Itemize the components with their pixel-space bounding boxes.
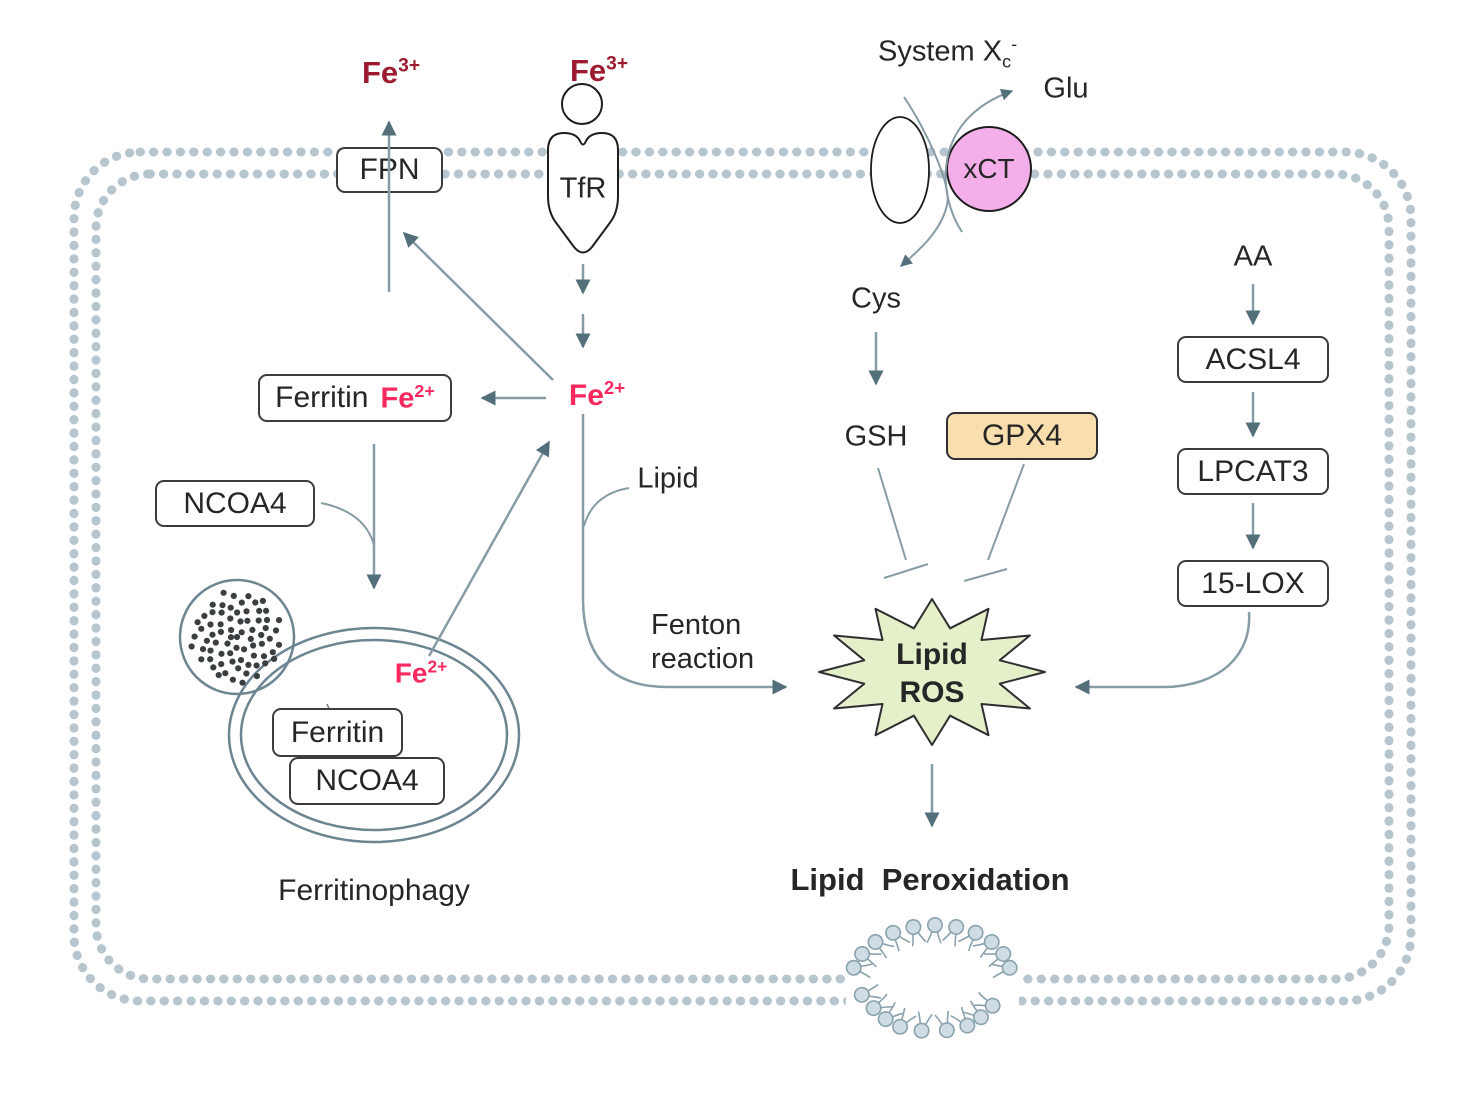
fe2-ion-label: Fe2+ <box>380 380 435 415</box>
system-xc-label: System Xc- <box>878 34 1018 72</box>
vesicle-granule-dots <box>188 589 283 686</box>
lipid-molecule <box>851 943 883 968</box>
system-xc-transporter-ellipse <box>870 116 930 224</box>
ncoa4-label: NCOA4 <box>183 486 287 520</box>
gsh-label: GSH <box>844 420 908 453</box>
lpcat3-label: LPCAT3 <box>1197 454 1309 488</box>
lipid-molecule <box>912 1010 934 1040</box>
lipid-molecule <box>903 917 927 948</box>
xct-label: xCT <box>963 153 1015 184</box>
lipid-molecule <box>949 1006 979 1037</box>
inhibition-gpx4-tbar <box>963 463 1025 582</box>
lipid-molecule <box>882 921 911 953</box>
lipid-molecule <box>844 958 874 979</box>
lipid-molecule <box>941 916 967 948</box>
cargo-vesicle-blob <box>178 578 296 696</box>
arrow-15lox-to-ros <box>1074 611 1251 695</box>
lipid-molecule <box>961 999 992 1029</box>
lipid-molecule <box>957 921 987 952</box>
fe3-label-fpn: Fe3+ <box>361 55 421 90</box>
ferritin-fe2-box: Ferritin Fe2+ <box>258 374 452 422</box>
lipid-molecule <box>926 916 944 945</box>
lpcat3-box: LPCAT3 <box>1177 448 1329 495</box>
ferritin-label: Ferritin <box>275 381 369 414</box>
15lox-label: 15-LOX <box>1201 566 1305 600</box>
fpn-box: FPN <box>336 147 443 193</box>
glu-label: Glu <box>1043 72 1089 105</box>
ncoa4-lysosome-box: NCOA4 <box>289 757 445 805</box>
fe3-label-tfr: Fe3+ <box>569 53 629 88</box>
lipid-peroxidation-label: Lipid Peroxidation <box>790 862 1070 897</box>
arrow-lysosome-fe2-release <box>427 440 551 657</box>
connector-lipid-hook <box>583 487 630 527</box>
lipid-molecule <box>971 931 1003 959</box>
arrows <box>320 88 1261 828</box>
ferritin-lysosome-label: Ferritin <box>290 715 385 749</box>
gpx4-label: GPX4 <box>981 419 1063 452</box>
scattered-lipid-molecules <box>844 916 1019 1040</box>
lipid-molecule <box>889 1007 918 1038</box>
lipid-molecule <box>989 958 1019 979</box>
membrane-pore-gap <box>846 938 1019 1016</box>
gpx4-box: GPX4 <box>946 412 1098 460</box>
aa-label: AA <box>1233 240 1273 273</box>
arrow-cystine-import <box>900 96 949 267</box>
lipid-molecule <box>933 1010 957 1040</box>
lipid-molecule <box>983 943 1014 968</box>
acsl4-label: ACSL4 <box>1205 342 1301 376</box>
fe2-label-lysosome: Fe2+ <box>394 656 448 689</box>
transferrin-iron-circle <box>561 83 603 125</box>
lipid-label: Lipid <box>637 462 699 495</box>
fpn-label: FPN <box>359 153 420 186</box>
lipid-molecule <box>874 1001 905 1031</box>
arrow-fe2-to-fpn <box>402 231 554 381</box>
ferritin-lysosome-box: Ferritin <box>272 708 403 757</box>
lipid-molecule <box>852 983 882 1005</box>
lipid-molecule <box>863 993 894 1019</box>
tfr-label: TfR <box>559 172 607 205</box>
ncoa4-box: NCOA4 <box>155 480 315 527</box>
fe2-label-center: Fe2+ <box>568 377 626 412</box>
lipid-molecule <box>972 991 1003 1016</box>
ncoa4-lysosome-label: NCOA4 <box>315 764 419 797</box>
15lox-box: 15-LOX <box>1177 560 1329 607</box>
connector-ncoa4-curve <box>320 502 375 546</box>
acsl4-box: ACSL4 <box>1177 336 1329 383</box>
inhibition-gsh-tbar <box>877 467 929 579</box>
lipid-molecule <box>864 931 896 959</box>
cys-label: Cys <box>851 282 901 315</box>
ferritinophagy-label: Ferritinophagy <box>278 874 470 907</box>
